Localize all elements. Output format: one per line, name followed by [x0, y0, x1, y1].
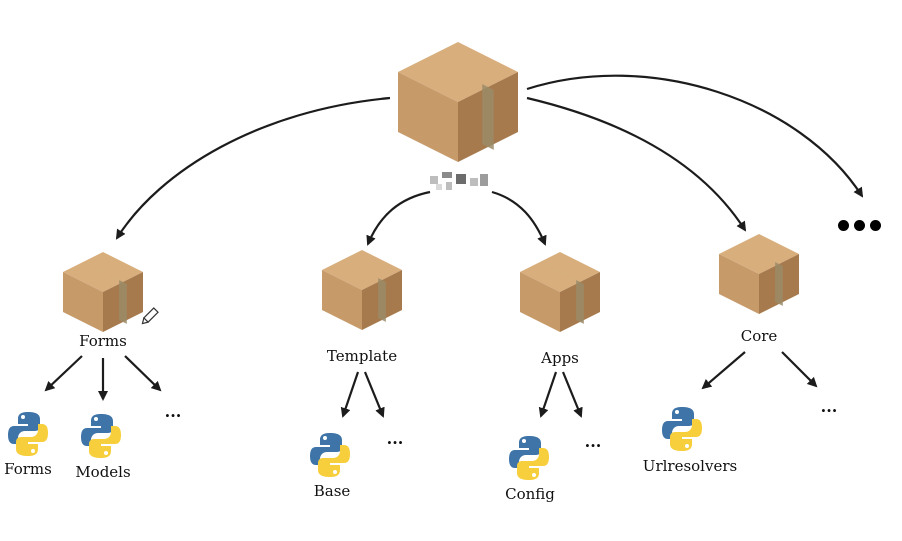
edit-pencil-icon	[141, 307, 159, 325]
python-logo-icon-forms-module	[8, 412, 48, 456]
module-label-base: Base	[313, 482, 351, 500]
arrow-root-to-forms	[115, 96, 391, 240]
package-box-icon-apps	[520, 252, 600, 332]
arrow-apps-to-more	[561, 371, 583, 418]
python-logo-icon-urlresolvers	[662, 407, 702, 451]
package-label-core: Core	[740, 327, 778, 345]
arrow-forms-to-forms-module	[44, 355, 83, 392]
arrow-core-to-more	[781, 351, 818, 388]
module-label-urlresolvers: Urlresolvers	[642, 457, 738, 475]
ellipsis-core-more: ...	[820, 397, 838, 416]
arrow-root-to-apps	[491, 190, 547, 246]
arrow-apps-to-config	[538, 371, 558, 418]
package-box-icon-forms	[63, 252, 143, 332]
arrow-root-to-template	[366, 190, 431, 246]
module-label-forms: Forms	[4, 460, 52, 478]
python-logo-icon-base	[310, 433, 350, 477]
python-logo-icon-models	[81, 414, 121, 458]
package-box-icon-template	[322, 250, 402, 330]
package-label-forms: Forms	[79, 332, 127, 350]
module-label-config: Config	[505, 485, 555, 503]
arrow-root-to-core	[526, 96, 747, 232]
more-packages-indicator	[838, 216, 886, 235]
package-box-icon-core	[719, 234, 799, 314]
ellipsis-forms-more: ...	[164, 402, 182, 421]
arrow-root-to-more	[526, 74, 864, 198]
arrow-template-to-more	[363, 371, 385, 418]
ellipsis-template-more: ...	[386, 429, 404, 448]
arrow-template-to-base	[340, 371, 360, 418]
ellipsis-apps-more: ...	[584, 432, 602, 451]
package-label-template: Template	[326, 347, 398, 365]
arrow-core-to-urlresolvers	[701, 351, 746, 390]
arrow-forms-to-more	[124, 355, 162, 392]
module-label-models: Models	[75, 463, 131, 481]
package-label-apps: Apps	[541, 349, 579, 367]
package-box-icon-root	[398, 42, 518, 162]
python-logo-icon-config	[509, 436, 549, 480]
redacted-label	[428, 170, 490, 192]
